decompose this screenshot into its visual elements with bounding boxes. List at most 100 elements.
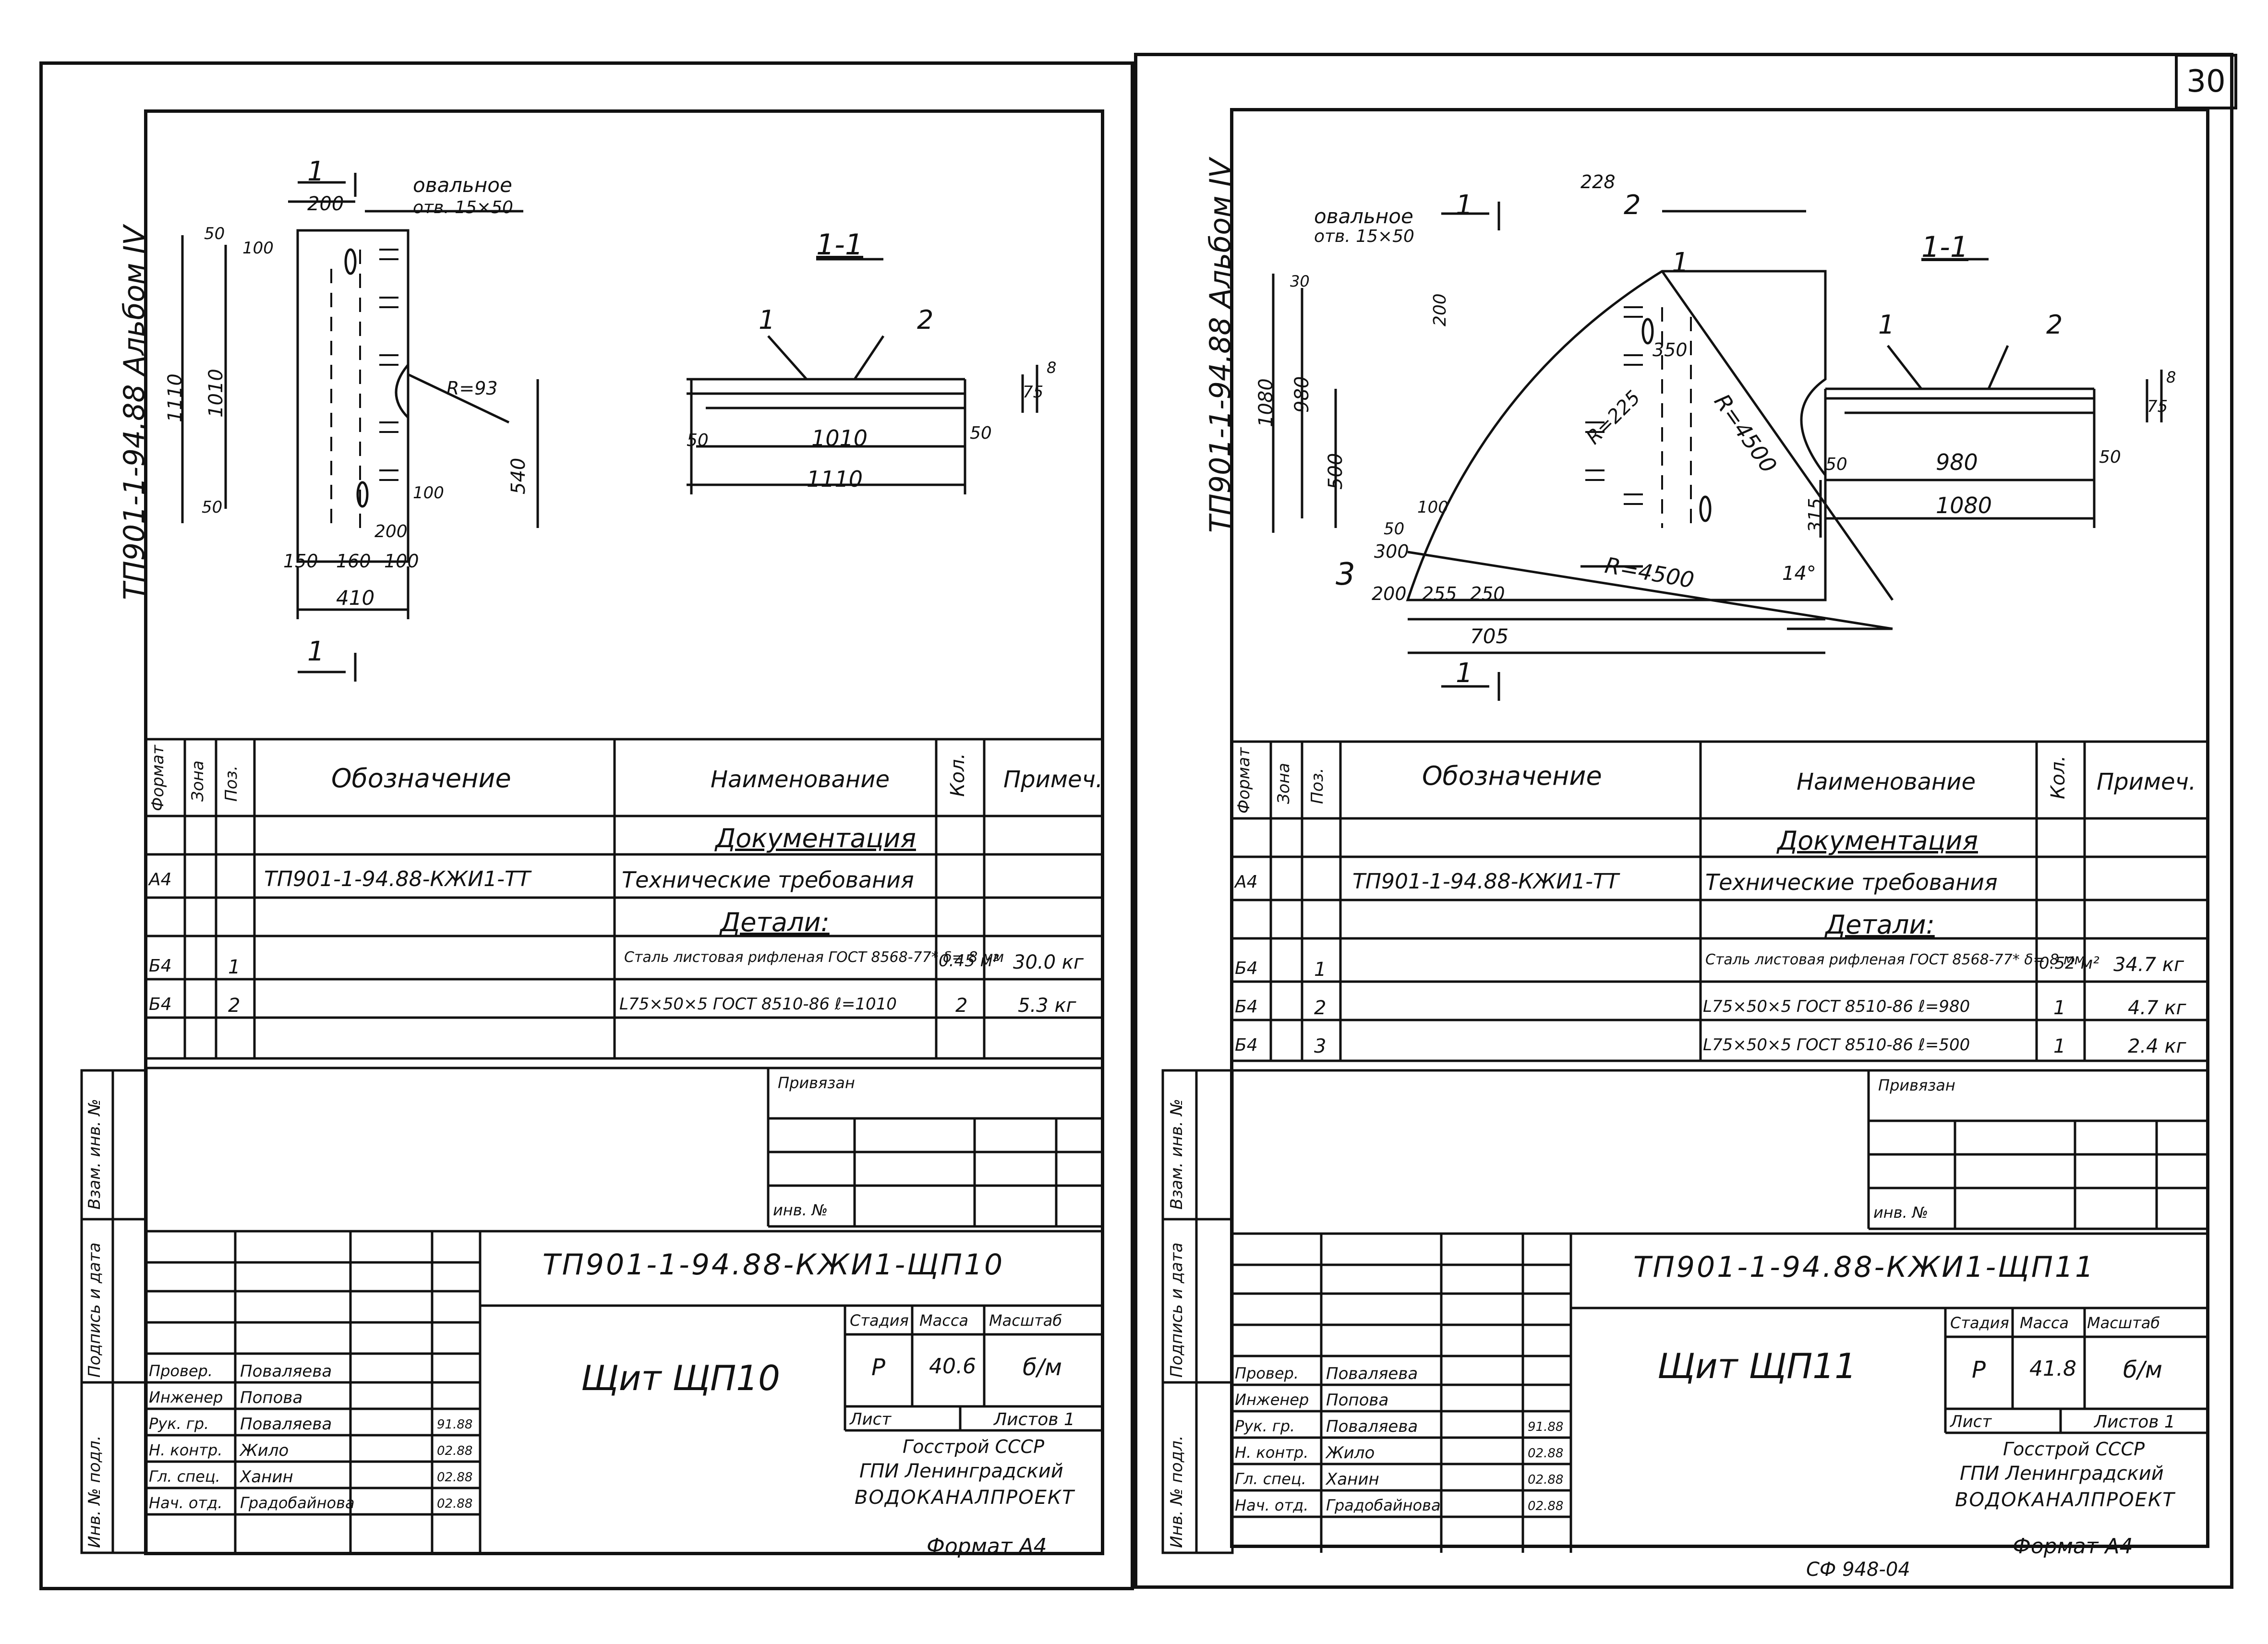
plan-dim: 200 [307,193,344,215]
plan-dim: 255 [1422,583,1457,604]
spec-row-format: Б4 [149,995,172,1014]
spec-row-format: Б4 [1235,997,1258,1017]
spec-row-note: 2.4 кг [2128,1035,2186,1057]
plan-dim: 200 [1372,583,1407,604]
cut-marker-bottom: 1 [307,636,325,667]
side-label-podpis: Подпись и дата [85,1242,104,1378]
spec-header-pos: Поз. [222,765,241,802]
sign-role: Гл. спец. [149,1467,220,1486]
spec-row-format: Б4 [1235,959,1258,978]
stage-value: Р [1972,1356,1986,1383]
footer-code: СФ 948-04 [1806,1559,1910,1581]
plan-dim: 14° [1782,563,1816,585]
spec-header-pos: Поз. [1308,768,1327,804]
section-label: 1-1 [1921,230,1968,264]
plan-dim: 50 [204,224,225,243]
sign-role: Провер. [149,1362,213,1380]
privyazan-label: Привязан [1878,1076,1955,1094]
plan-dim: 100 [413,483,444,503]
sign-name: Поваляева [240,1362,332,1381]
spec-row-name: L75×50×5 ГОСТ 8510-86 ℓ=500 [1703,1035,1970,1055]
sheet-inner-border [1230,108,2209,1548]
spec-header-note: Примеч. [1003,766,1103,793]
sign-name: Градобайнова [240,1494,355,1512]
sign-name: Ханин [240,1467,293,1487]
drawing-title: Щит ЩП11 [1657,1346,1857,1386]
oval-hole-size-label: отв. 15×50 [1314,227,1414,246]
side-label-inv: Инв. № подл. [1167,1435,1186,1548]
plan-dim: 200 [374,522,408,541]
spec-header-qty: Кол. [947,753,969,797]
section-dim: 75 [2147,397,2168,416]
plan-drawing [1161,202,2209,1554]
spec-row-designation: ТП901-1-94.88-КЖИ1-ТТ [264,867,531,891]
album-label: ТП901-1-94.88 Альбом IV [1204,158,1237,533]
sign-date: 91.88 [437,1417,473,1432]
plan-dim: 300 [1374,541,1409,562]
drawing-sheet-left: ТП901-1-94.88 Альбом IV овальное отв. 15… [39,61,1134,1590]
section-dim: 1080 [1936,492,1992,518]
spec-row-qty: 0.45 м² [939,951,999,971]
oval-hole-size-label: отв. 15×50 [413,198,513,217]
section-pos1: 1 [1878,310,1895,340]
plan-pos3: 3 [1336,557,1355,592]
drawing-sheet-right: 30 [1134,0,2268,1644]
side-label-vzam: Взам. инв. № [85,1099,104,1210]
cut-marker-bottom: 1 [1456,658,1473,689]
spec-header-qty: Кол. [2047,755,2069,799]
sheet-outer-border [1134,53,2233,1589]
format-label: Формат А4 [927,1534,1047,1559]
sign-role: Гл. спец. [1235,1470,1306,1488]
plan-drawing [80,173,1104,1554]
drawing-title: Щит ЩП10 [581,1358,780,1398]
section-pos2: 2 [2046,310,2063,340]
side-label-inv: Инв. № подл. [85,1435,104,1548]
plan-dim: 100 [242,239,274,258]
sign-date: 02.88 [437,1497,473,1511]
sign-date: 02.88 [437,1470,473,1485]
oval-hole-label: овальное [1314,204,1413,228]
plan-dim: 160 [336,551,371,572]
scale-value: б/м [2123,1356,2162,1383]
org-line: ГПИ Ленинградский [859,1460,1063,1482]
plan-dim: 705 [1470,624,1509,648]
sign-date: 02.88 [437,1444,473,1458]
sheets-count-label: Листов 1 [2094,1412,2175,1432]
sign-role: Н. контр. [149,1441,223,1459]
sheets-count-label: Листов 1 [994,1410,1075,1429]
spec-row-note: 34.7 кг [2113,954,2184,976]
section-dim: 8 [1047,359,1057,377]
scale-label: Масштаб [2087,1314,2160,1332]
spec-row-designation: ТП901-1-94.88-КЖИ1-ТТ [1352,869,1619,894]
org-line: ВОДОКАНАЛПРОЕКТ [1955,1489,2175,1511]
spec-row-note: 30.0 кг [1013,951,1084,973]
plan-pos1: 1 [1672,247,1689,278]
plan-dim: 100 [1417,498,1448,517]
spec-header-zone: Зона [1274,763,1293,804]
spec-row-qty: 1 [2053,997,2066,1019]
spec-row-pos: 1 [1314,959,1327,981]
mass-label: Масса [919,1311,969,1330]
plan-dim: 350 [1653,339,1688,360]
plan-dim: 1010 [205,369,227,418]
plan-dim: 50 [202,498,223,517]
sign-role: Нач. отд. [149,1494,223,1512]
sign-role: Инженер [1235,1391,1309,1409]
plan-dim: 30 [1290,272,1310,290]
sign-name: Ханин [1326,1470,1379,1489]
plan-dim: 500 [1325,453,1347,490]
spec-row-pos: 2 [1314,997,1327,1019]
oval-hole-label: овальное [413,173,512,197]
spec-header-designation: Обозначение [331,763,511,793]
org-line: Госстрой СССР [903,1436,1045,1457]
spec-row-pos: 1 [228,956,241,978]
spec-row-pos: 3 [1314,1035,1327,1057]
org-line: ВОДОКАНАЛПРОЕКТ [855,1487,1075,1509]
spec-row-name: Документация [715,823,916,853]
spec-row-format: А4 [149,870,172,889]
side-label-vzam: Взам. инв. № [1167,1099,1186,1210]
inv-no-label: инв. № [1873,1203,1929,1222]
spec-header-name: Наименование [711,766,890,793]
mass-value: 41.8 [2029,1356,2076,1381]
sign-date: 02.88 [1528,1499,1564,1513]
